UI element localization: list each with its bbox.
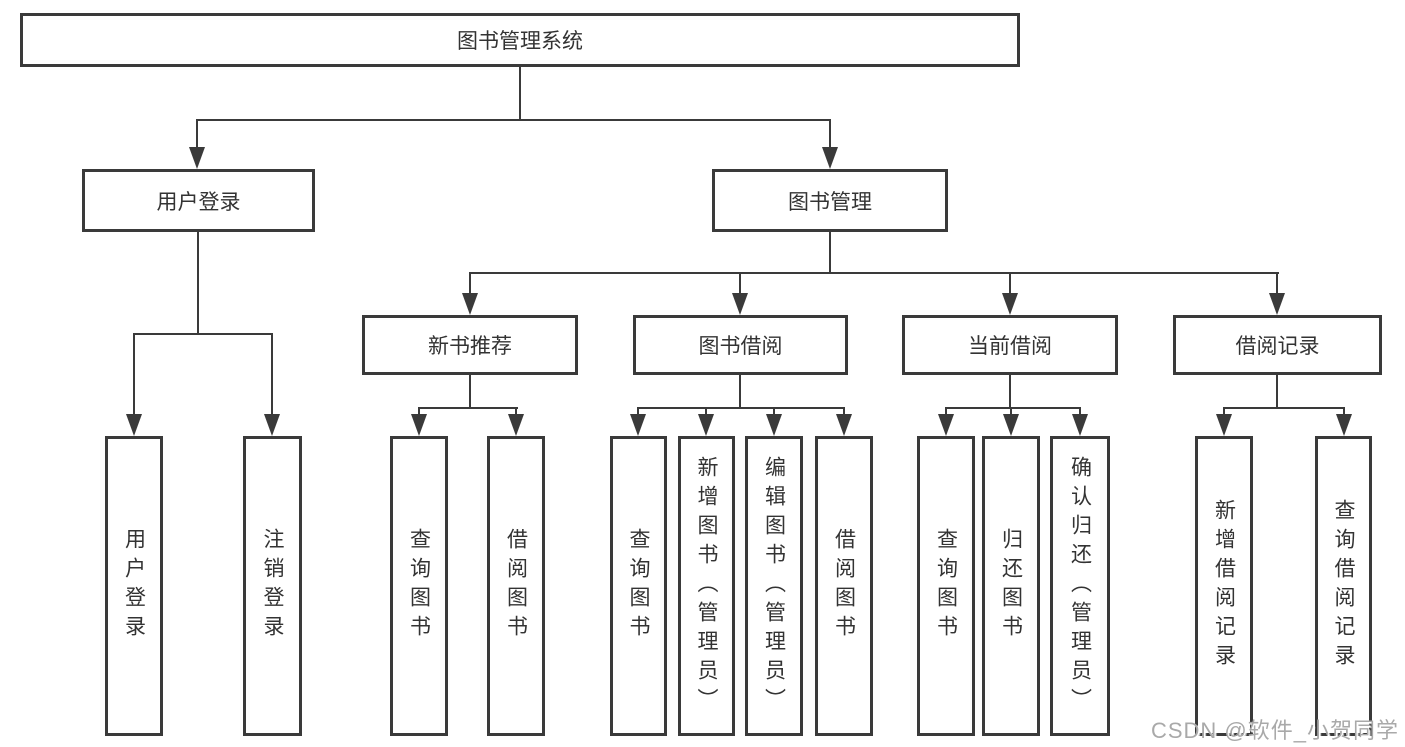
arrow-down-icon	[1216, 414, 1232, 436]
leaf-bb-query-books: 查询图书	[610, 436, 667, 736]
node-user-login: 用户登录	[82, 169, 315, 232]
connector-line	[519, 67, 521, 120]
node-label: 确认归还（管理员）	[1068, 455, 1092, 717]
connector-line	[945, 407, 947, 416]
arrow-down-icon	[264, 414, 280, 436]
leaf-logout: 注销登录	[243, 436, 302, 736]
node-label: 图书借阅	[698, 335, 783, 358]
connector-line	[515, 407, 517, 416]
connector-line	[637, 407, 845, 409]
connector-line	[418, 407, 518, 409]
connector-line	[1276, 375, 1278, 408]
leaf-cb-return-books: 归还图书	[982, 436, 1040, 736]
node-label: 查询借阅记录	[1332, 499, 1355, 673]
arrow-down-icon	[462, 293, 478, 315]
arrow-down-icon	[766, 414, 782, 436]
node-label: 借阅图书	[832, 528, 856, 644]
node-label: 借阅图书	[504, 528, 528, 644]
leaf-br-query-record: 查询借阅记录	[1315, 436, 1372, 736]
node-label: 当前借阅	[968, 335, 1052, 358]
connector-line	[469, 375, 471, 408]
node-label: 新书推荐	[428, 335, 512, 358]
arrow-down-icon	[189, 147, 205, 169]
connector-line	[469, 272, 471, 295]
node-label: 注销登录	[261, 528, 284, 644]
node-label: 查询图书	[407, 528, 431, 644]
connector-line	[133, 333, 135, 416]
arrow-down-icon	[1269, 293, 1285, 315]
connector-line	[843, 407, 845, 416]
arrow-down-icon	[1072, 414, 1088, 436]
leaf-bb-add-books: 新增图书（管理员）	[678, 436, 735, 736]
connector-line	[705, 407, 707, 416]
leaf-nb-query-books: 查询图书	[390, 436, 448, 736]
watermark: CSDN @软件_小贺同学	[1150, 718, 1399, 743]
connector-line	[418, 407, 420, 416]
connector-line	[197, 232, 199, 334]
connector-line	[739, 272, 741, 295]
arrow-down-icon	[411, 414, 427, 436]
connector-line	[1276, 272, 1278, 295]
leaf-cb-confirm-return: 确认归还（管理员）	[1050, 436, 1110, 736]
connector-line	[469, 272, 1279, 274]
connector-line	[829, 119, 831, 149]
arrow-down-icon	[698, 414, 714, 436]
connector-line	[133, 333, 273, 335]
arrow-down-icon	[732, 293, 748, 315]
node-label: 图书管理系统	[457, 30, 583, 53]
arrow-down-icon	[1336, 414, 1352, 436]
node-label: 归还图书	[999, 528, 1023, 644]
arrow-down-icon	[126, 414, 142, 436]
arrow-down-icon	[938, 414, 954, 436]
connector-line	[196, 119, 198, 149]
connector-line	[1223, 407, 1225, 416]
connector-line	[945, 407, 1081, 409]
node-current-borrowing: 当前借阅	[902, 315, 1118, 375]
connector-line	[1079, 407, 1081, 416]
connector-line	[1009, 272, 1011, 295]
leaf-br-add-record: 新增借阅记录	[1195, 436, 1253, 736]
node-label: 查询图书	[934, 528, 958, 644]
connector-line	[1010, 407, 1012, 416]
node-label: 借阅记录	[1235, 335, 1320, 358]
leaf-cb-query-books: 查询图书	[917, 436, 975, 736]
connector-line	[271, 333, 273, 416]
node-label: 用户登录	[122, 528, 146, 644]
leaf-nb-borrow-books: 借阅图书	[487, 436, 545, 736]
arrow-down-icon	[836, 414, 852, 436]
connector-line	[829, 232, 831, 274]
arrow-down-icon	[1003, 414, 1019, 436]
leaf-bb-edit-books: 编辑图书（管理员）	[745, 436, 803, 736]
connector-line	[1009, 375, 1011, 408]
node-label: 用户登录	[156, 190, 241, 214]
leaf-user-login: 用户登录	[105, 436, 163, 736]
arrow-down-icon	[1002, 293, 1018, 315]
connector-line	[773, 407, 775, 416]
node-book-management: 图书管理	[712, 169, 948, 232]
node-label: 新增借阅记录	[1212, 499, 1236, 673]
node-new-book-recommend: 新书推荐	[362, 315, 578, 375]
node-label: 编辑图书（管理员）	[762, 455, 786, 717]
leaf-bb-borrow-books: 借阅图书	[815, 436, 873, 736]
node-borrowing-records: 借阅记录	[1173, 315, 1382, 375]
arrow-down-icon	[822, 147, 838, 169]
node-library-system: 图书管理系统	[20, 13, 1020, 67]
connector-line	[196, 119, 831, 121]
node-label: 图书管理	[788, 190, 872, 214]
arrow-down-icon	[508, 414, 524, 436]
connector-line	[1343, 407, 1345, 416]
node-label: 新增图书（管理员）	[695, 455, 718, 717]
connector-line	[739, 375, 741, 408]
connector-line	[1223, 407, 1345, 409]
node-label: 查询图书	[627, 528, 650, 644]
connector-line	[637, 407, 639, 416]
node-book-borrowing: 图书借阅	[633, 315, 848, 375]
arrow-down-icon	[630, 414, 646, 436]
